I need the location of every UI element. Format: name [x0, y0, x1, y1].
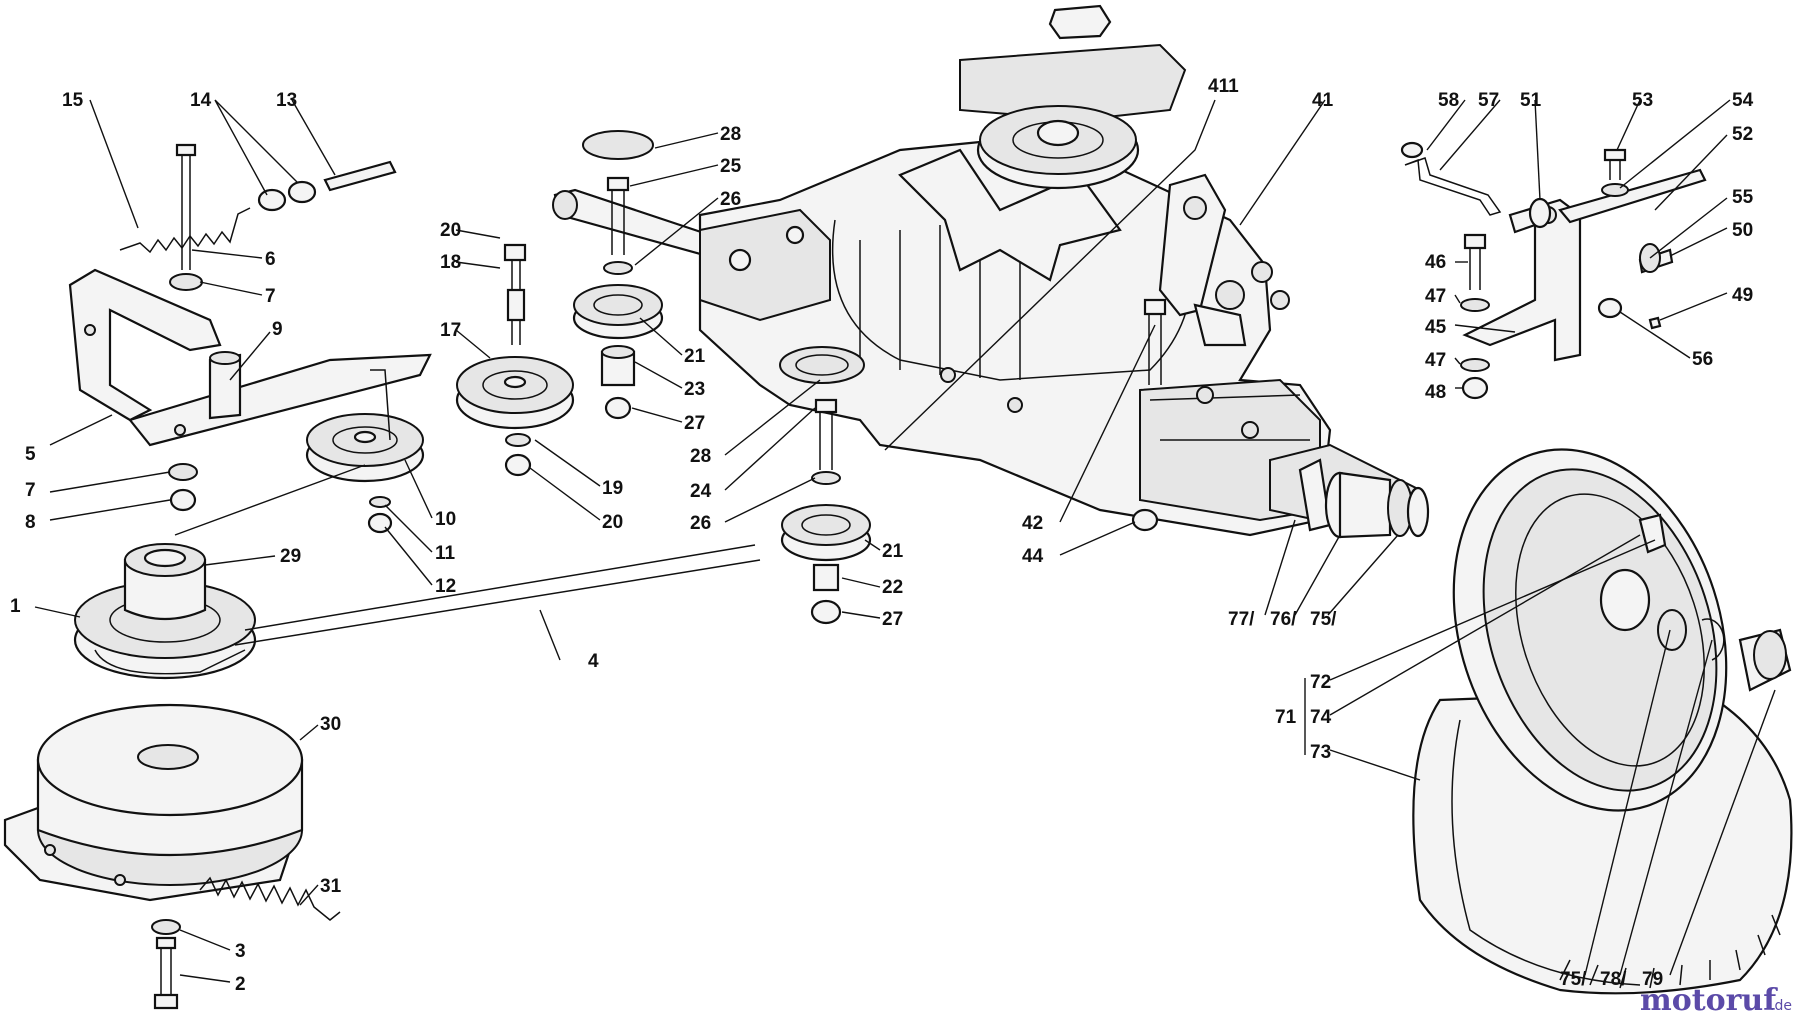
- callout-28-upper: 28: [720, 124, 741, 145]
- callout-10: 10: [435, 509, 456, 530]
- shift-rod-57: [1400, 141, 1502, 216]
- callout-13: 13: [276, 90, 297, 111]
- bolt-46-stack: [1460, 233, 1490, 400]
- callout-20-upper: 20: [440, 220, 461, 241]
- callout-78: 78/: [1600, 969, 1627, 990]
- callout-22: 22: [882, 577, 903, 598]
- callout-24: 24: [690, 481, 712, 502]
- callout-18: 18: [440, 252, 461, 273]
- callout-58: 58: [1438, 90, 1459, 111]
- callout-54: 54: [1732, 90, 1754, 111]
- callout-12: 12: [435, 576, 456, 597]
- callout-42: 42: [1022, 513, 1043, 534]
- callout-53: 53: [1632, 90, 1653, 111]
- pulley-stack-lower: [779, 346, 872, 625]
- callout-26-lower: 26: [690, 513, 711, 534]
- callout-48: 48: [1425, 382, 1446, 403]
- callout-45: 45: [1425, 317, 1447, 338]
- input-shaft: [552, 188, 831, 322]
- watermark: motoruf .de: [1640, 983, 1792, 1013]
- eye-bolt-6: [169, 143, 203, 291]
- callout-79: 79: [1642, 969, 1663, 990]
- callout-2: 2: [235, 974, 246, 995]
- callout-72: 72: [1310, 672, 1331, 693]
- callout-49: 49: [1732, 285, 1753, 306]
- pulley-stack-upper: [572, 130, 664, 420]
- drive-belt-4: [94, 544, 761, 675]
- callout-26-upper: 26: [720, 189, 741, 210]
- callout-28-lower: 28: [690, 446, 711, 467]
- callout-30: 30: [320, 714, 341, 735]
- tension-spring-15: [119, 207, 251, 254]
- callout-77: 77/: [1228, 609, 1255, 630]
- callout-56: 56: [1692, 349, 1713, 370]
- callout-27-upper: 27: [684, 413, 705, 434]
- callout-41: 41: [1312, 90, 1334, 111]
- control-lever: [1158, 173, 1247, 347]
- callout-27-lower: 27: [882, 609, 903, 630]
- callout-3: 3: [235, 941, 246, 962]
- callout-19: 19: [602, 478, 623, 499]
- callout-1: 1: [10, 596, 21, 617]
- callout-8: 8: [25, 512, 36, 533]
- callout-9: 9: [272, 319, 283, 340]
- callout-6: 6: [265, 249, 276, 270]
- leader-lines: [34, 99, 1776, 983]
- callout-44: 44: [1022, 546, 1044, 567]
- callout-57: 57: [1478, 90, 1499, 111]
- mounting-bracket-45: [1462, 148, 1707, 362]
- callout-76: 76/: [1270, 609, 1297, 630]
- callout-73: 73: [1310, 742, 1331, 763]
- fan-and-cover: [898, 4, 1187, 282]
- callout-4: 4: [588, 651, 599, 672]
- callout-5: 5: [25, 444, 36, 465]
- callout-74: 74: [1310, 707, 1332, 728]
- callout-52: 52: [1732, 124, 1753, 145]
- callout-46: 46: [1425, 252, 1446, 273]
- callout-50: 50: [1732, 220, 1753, 241]
- idler-pulley-17: [455, 243, 575, 477]
- callout-71: 71: [1275, 707, 1297, 728]
- callout-15: 15: [62, 90, 84, 111]
- engine-pulley-1: [73, 543, 257, 680]
- callout-14: 14: [190, 90, 212, 111]
- callout-7-lower: 7: [25, 480, 36, 501]
- nuts-14: [257, 160, 397, 212]
- callout-51: 51: [1520, 90, 1542, 111]
- callout-75-upper: 75/: [1310, 609, 1337, 630]
- callout-11: 11: [435, 543, 456, 564]
- callout-55: 55: [1732, 187, 1754, 208]
- callout-17: 17: [440, 320, 461, 341]
- washers-7-8: [168, 463, 198, 512]
- callout-411: 411: [1208, 76, 1239, 97]
- callout-25: 25: [720, 156, 742, 177]
- callout-31: 31: [320, 876, 342, 897]
- callout-20-lower: 20: [602, 512, 623, 533]
- callout-47-lower: 47: [1425, 350, 1446, 371]
- callout-21-upper: 21: [684, 346, 706, 367]
- bolt-42-nut-44: [1131, 298, 1167, 532]
- watermark-tld: .de: [1770, 998, 1792, 1013]
- axle-shaft: [1269, 443, 1430, 539]
- rear-wheel: [1412, 448, 1793, 995]
- bolt-2-washer-3: [151, 919, 181, 1010]
- callout-47-upper: 47: [1425, 286, 1446, 307]
- callout-7-upper: 7: [265, 286, 276, 307]
- watermark-brand: motoruf: [1640, 983, 1778, 1013]
- clutch-30: [3, 703, 304, 902]
- callout-29: 29: [280, 546, 301, 567]
- callout-75-lower: 75/: [1560, 969, 1587, 990]
- callout-21-lower: 21: [882, 541, 904, 562]
- callout-23: 23: [684, 379, 705, 400]
- idler-bracket: [68, 268, 432, 447]
- idler-pulley-10: [305, 369, 425, 534]
- callout-labels: 15 14 13 6 7 9 5 7 8 10 11 12 20 18 17 1…: [10, 76, 1754, 995]
